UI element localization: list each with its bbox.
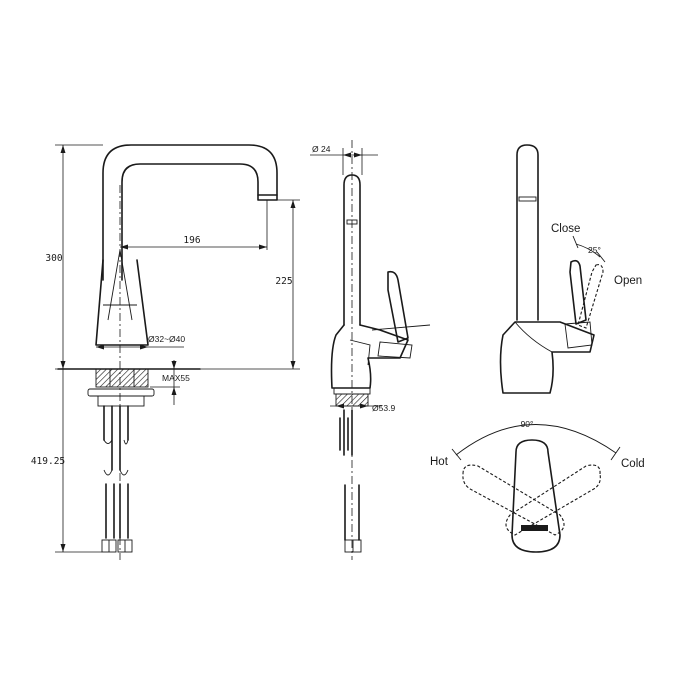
dim-reach-label: 196 [183, 235, 200, 246]
dim-height-label: 300 [45, 253, 62, 264]
faucet-body [95, 259, 149, 346]
dim-clearance-label: 225 [275, 276, 292, 287]
top-view-body [511, 439, 561, 553]
label-cold: Cold [621, 458, 645, 470]
side-base-nut [335, 393, 369, 407]
angle-view-spout [516, 144, 539, 321]
angle-lift-label: 25° [588, 245, 601, 255]
hose-left [103, 405, 113, 471]
rotation-arc [455, 424, 617, 456]
front-view: 300 196 225 Ø32~Ø40 MAX55 419.25 [31, 144, 300, 560]
lever-hot-ghost [462, 464, 565, 536]
label-close: Close [551, 223, 580, 235]
angle-rotation-label: 90° [521, 419, 534, 429]
side-view: Ø 24 Ø53.9 [310, 140, 431, 560]
handle-angle-view: 25° Close Open [499, 144, 642, 394]
label-open: Open [614, 275, 642, 287]
angle-view-body [499, 321, 595, 394]
dim-spout-diameter-label: Ø 24 [312, 144, 331, 154]
dim-hose-label: 419.25 [31, 456, 65, 467]
dim-hole-label: Ø32~Ø40 [148, 334, 185, 344]
dim-max-label: MAX55 [162, 373, 190, 383]
hose-right [119, 405, 129, 471]
mounting-nut [95, 368, 149, 388]
lever-cold-ghost [505, 464, 601, 536]
dim-base-diameter-label: Ø53.9 [372, 403, 395, 413]
spout-outer [102, 144, 278, 281]
lever-closed [569, 259, 587, 325]
top-view: 90° Hot Cold [430, 419, 645, 553]
lever-open-ghost [577, 264, 604, 329]
label-hot: Hot [430, 456, 449, 468]
side-lever [387, 270, 409, 343]
brand-logo-plate [521, 525, 548, 531]
